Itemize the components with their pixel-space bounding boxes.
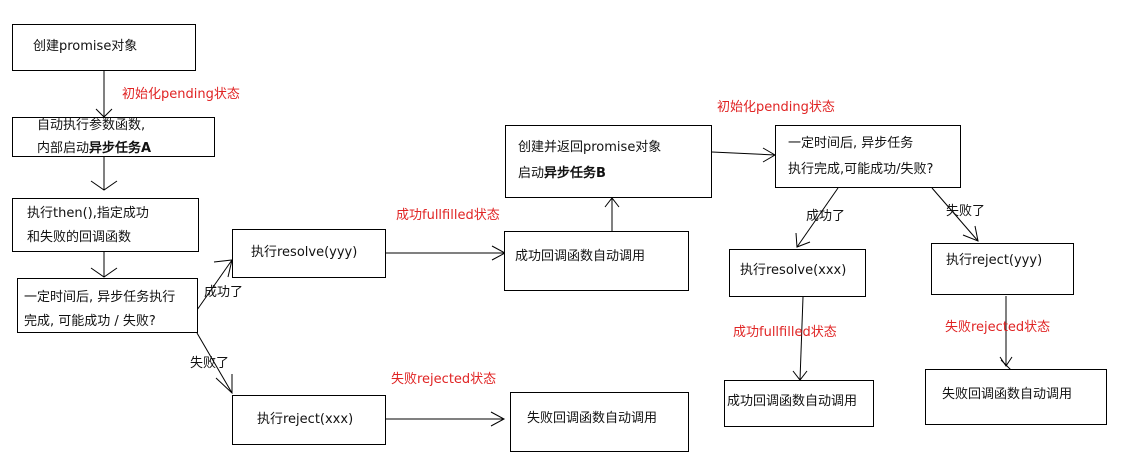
node-reject-xxx-text: 执行reject(xxx) [257,412,354,427]
plain-text: 内部启动 [37,141,90,156]
label-fail-2: 失败了 [946,204,986,219]
edge-n11-n12 [799,296,804,381]
node-async-done-b-line1: 一定时间后, 异步任务 [788,136,914,151]
node-exec-executor-line2: 内部启动异步任务A [37,139,151,159]
node-async-done-line2: 完成, 可能成功 / 失败? [24,314,156,329]
node-create-return-promise-line1: 创建并返回promise对象 [518,140,662,155]
plain-text: 启动 [518,166,545,181]
node-success-callback-2: 成功回调函数自动调用 [724,380,874,427]
node-reject-yyy-text: 执行reject(yyy) [946,253,1043,268]
node-resolve-yyy: 执行resolve(yyy) [232,229,386,278]
node-success-callback-1-text: 成功回调函数自动调用 [515,249,646,264]
node-success-callback-1: 成功回调函数自动调用 [504,231,689,291]
edge-n4-n5 [196,259,233,311]
node-create-return-promise: 创建并返回promise对象 启动异步任务B [505,125,712,198]
node-then: 执行then(),指定成功 和失败的回调函数 [12,198,199,252]
node-fail-callback-1: 失败回调函数自动调用 [510,392,689,452]
node-success-callback-2-text: 成功回调函数自动调用 [727,394,858,409]
label-init-pending-2: 初始化pending状态 [717,100,835,115]
node-exec-executor: 自动执行参数函数, 内部启动异步任务A [12,117,215,157]
node-reject-xxx: 执行reject(xxx) [232,395,386,445]
node-async-done-b: 一定时间后, 异步任务 执行完成,可能成功/失败? [775,125,961,188]
node-async-done: 一定时间后, 异步任务执行 完成, 可能成功 / 失败? [17,278,198,333]
node-fail-callback-2-text: 失败回调函数自动调用 [942,387,1073,402]
label-fulfilled-2: 成功fullfilled状态 [733,325,837,340]
label-success-1: 成功了 [204,285,244,300]
node-fail-callback-1-text: 失败回调函数自动调用 [527,411,658,426]
label-fulfilled-1: 成功fullfilled状态 [396,208,500,223]
node-exec-executor-line1: 自动执行参数函数, [37,118,146,133]
node-then-line2: 和失败的回调函数 [27,230,132,245]
node-create-promise-text: 创建promise对象 [33,39,138,54]
bold-text: 异步任务B [544,166,606,181]
edge-n7-n10 [711,151,776,156]
node-then-line1: 执行then(),指定成功 [27,206,149,221]
node-resolve-yyy-text: 执行resolve(yyy) [251,245,358,260]
edge-n4-n8 [196,332,233,394]
edge-n10-n13 [931,187,979,242]
node-resolve-xxx-text: 执行resolve(xxx) [740,263,847,278]
edge-n10-n11 [796,187,839,248]
label-init-pending-1: 初始化pending状态 [122,87,240,102]
label-rejected-1: 失败rejected状态 [391,372,497,387]
node-create-promise: 创建promise对象 [12,24,196,71]
node-reject-yyy: 执行reject(yyy) [931,243,1074,295]
label-fail-1: 失败了 [190,356,230,371]
node-resolve-xxx: 执行resolve(xxx) [729,249,866,297]
node-async-done-line1: 一定时间后, 异步任务执行 [24,290,176,305]
label-success-2: 成功了 [806,209,846,224]
node-create-return-promise-line2: 启动异步任务B [518,164,606,184]
label-rejected-2: 失败rejected状态 [945,320,1051,335]
node-fail-callback-2: 失败回调函数自动调用 [925,369,1107,425]
bold-text: 异步任务A [89,141,152,156]
node-async-done-b-line2: 执行完成,可能成功/失败? [788,162,934,177]
